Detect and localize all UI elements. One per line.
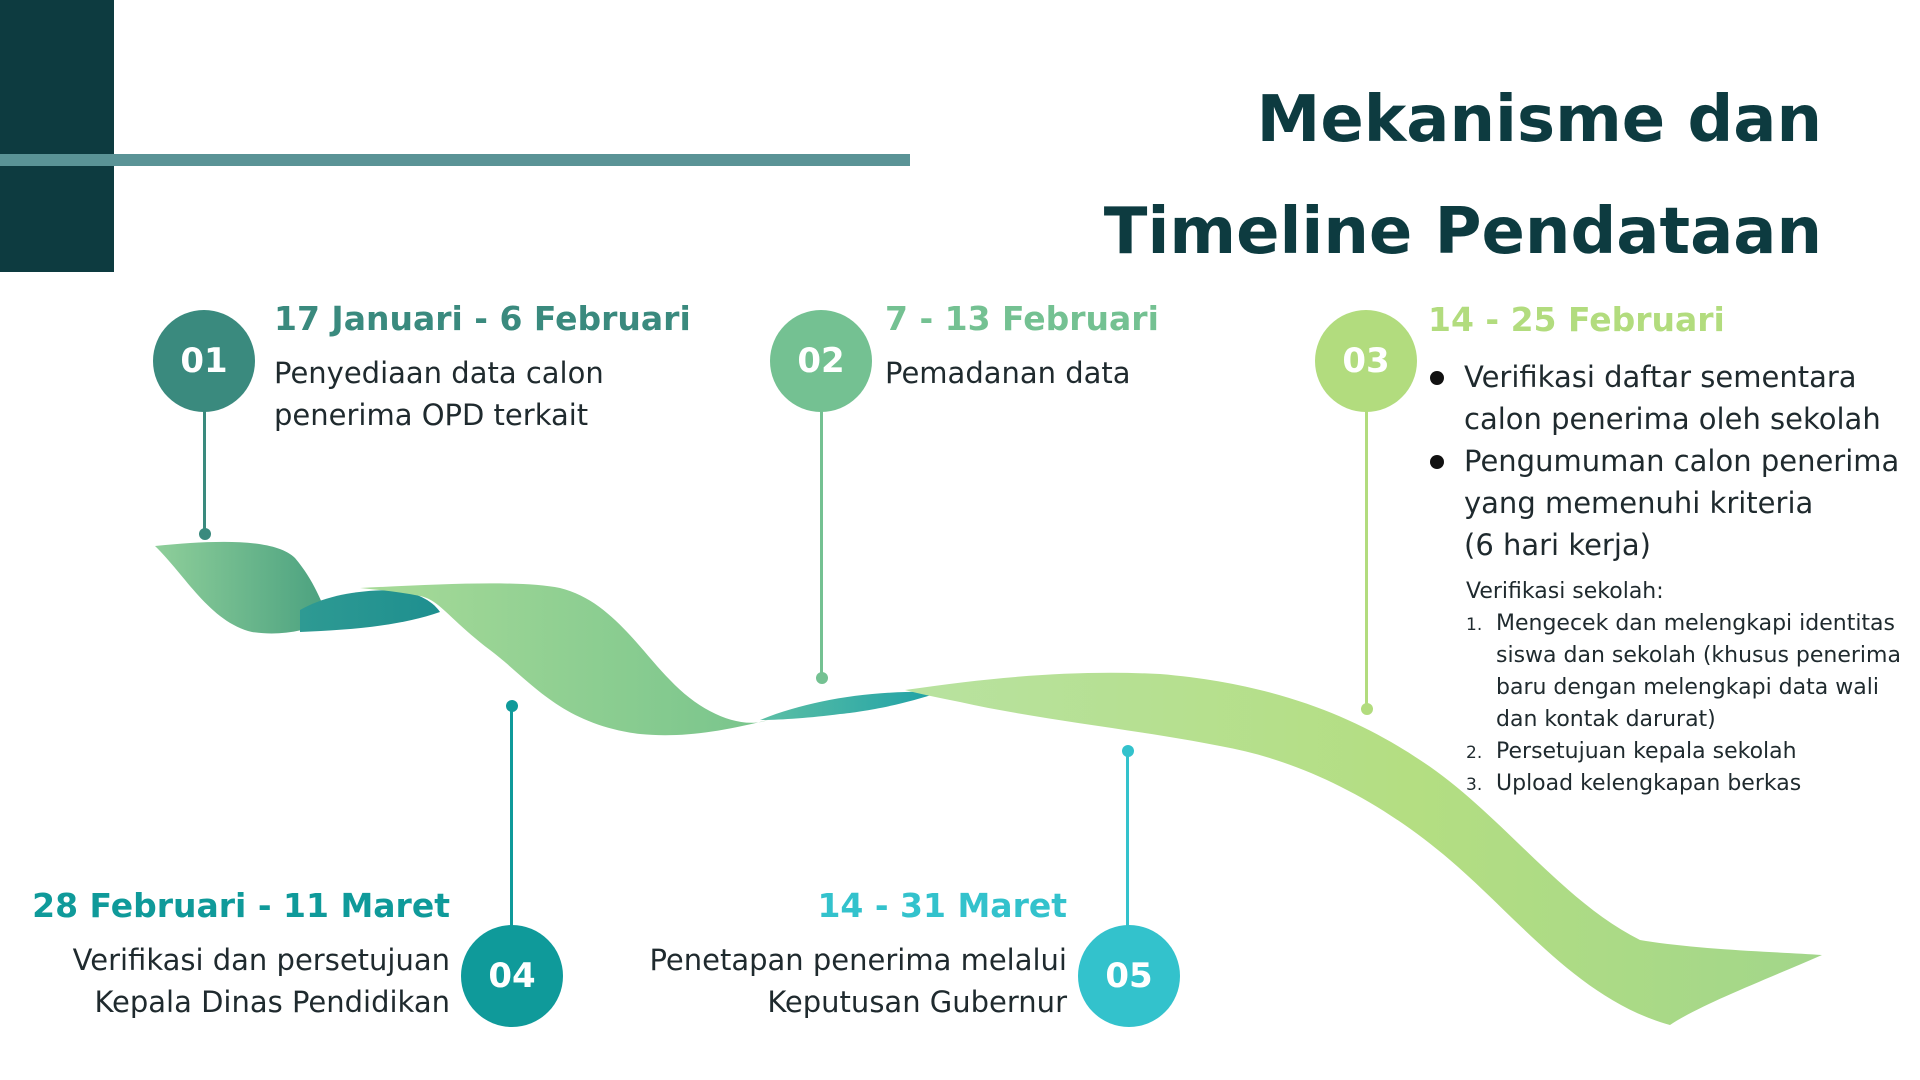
step-03-note-item-line: Mengecek dan melengkapi identitas xyxy=(1496,611,1895,636)
step-01-description-line: Penyediaan data calon xyxy=(274,356,604,390)
ribbon-band-3 xyxy=(905,672,1822,1025)
step-02-description-line: Pemadanan data xyxy=(885,356,1131,390)
step-02-description: Pemadanan data xyxy=(885,352,1131,394)
step-04-date: 28 Februari - 11 Maret xyxy=(32,886,450,925)
step-01-anchor-dot xyxy=(199,528,211,540)
step-04-description: Verifikasi dan persetujuan Kepala Dinas … xyxy=(73,939,450,1023)
step-03-bullet: Pengumuman calon penerima yang memenuhi … xyxy=(1430,440,1899,566)
step-03-stem xyxy=(1365,405,1368,707)
page-title-line-1: Mekanisme dan xyxy=(1256,83,1822,157)
ribbon-band-2 xyxy=(360,583,768,736)
step-03-note-title: Verifikasi sekolah: xyxy=(1466,579,1664,604)
step-04-description-line: Verifikasi dan persetujuan xyxy=(72,943,450,977)
step-05-description: Penetapan penerima melalui Keputusan Gub… xyxy=(649,939,1067,1023)
step-03-note-item: 1. Mengecek dan melengkapi identitas sis… xyxy=(1466,608,1901,736)
step-03-note: Verifikasi sekolah: 1. Mengecek dan mele… xyxy=(1466,576,1901,800)
step-03-note-item: 2. Persetujuan kepala sekolah xyxy=(1466,736,1901,768)
header-accent-bar xyxy=(0,154,910,166)
step-03-note-item-number: 2. xyxy=(1466,743,1483,763)
step-01-badge: 01 xyxy=(153,310,255,412)
step-01-description-line: penerima OPD terkait xyxy=(274,398,589,432)
step-05-description-line: Penetapan penerima melalui xyxy=(649,943,1067,977)
step-03-note-item-number: 3. xyxy=(1466,775,1483,795)
step-05-stem xyxy=(1126,751,1129,926)
step-05-description-line: Keputusan Gubernur xyxy=(767,985,1067,1019)
step-05-date: 14 - 31 Maret xyxy=(817,886,1067,925)
step-03-note-item-line: Persetujuan kepala sekolah xyxy=(1496,739,1797,764)
page-title-line-2: Timeline Pendataan xyxy=(1103,195,1822,269)
step-03-note-item-number: 1. xyxy=(1466,615,1483,635)
bullet-dot-icon xyxy=(1430,455,1444,469)
step-01-description: Penyediaan data calon penerima OPD terka… xyxy=(274,352,604,436)
step-05-badge: 05 xyxy=(1078,925,1180,1027)
step-03-note-item-line: baru dengan melengkapi data wali xyxy=(1496,675,1879,700)
step-03-bullet-list: Verifikasi daftar sementara calon peneri… xyxy=(1430,356,1899,566)
ribbon-fold-1 xyxy=(155,541,330,634)
step-03-badge: 03 xyxy=(1315,310,1417,412)
step-03-note-item-line: siswa dan sekolah (khusus penerima xyxy=(1496,643,1901,668)
step-03-note-item: 3. Upload kelengkapan berkas xyxy=(1466,768,1901,800)
step-03-date: 14 - 25 Februari xyxy=(1428,300,1725,339)
page-title: Mekanisme dan Timeline Pendataan xyxy=(1104,64,1822,288)
ribbon-fold-3 xyxy=(760,691,940,720)
step-02-stem xyxy=(820,405,823,675)
step-03-bullet-line: yang memenuhi kriteria xyxy=(1464,486,1814,520)
step-02-date: 7 - 13 Februari xyxy=(885,299,1159,338)
step-03-note-list: 1. Mengecek dan melengkapi identitas sis… xyxy=(1466,608,1901,800)
step-02-anchor-dot xyxy=(816,672,828,684)
step-01-date: 17 Januari - 6 Februari xyxy=(274,299,691,338)
ribbon-fold-2 xyxy=(300,590,440,632)
step-04-description-line: Kepala Dinas Pendidikan xyxy=(94,985,450,1019)
step-03-bullet: Verifikasi daftar sementara calon peneri… xyxy=(1430,356,1899,440)
step-02-badge: 02 xyxy=(770,310,872,412)
step-04-badge: 04 xyxy=(461,925,563,1027)
step-03-bullet-line: Pengumuman calon penerima xyxy=(1464,444,1900,478)
bullet-dot-icon xyxy=(1430,371,1444,385)
step-01-stem xyxy=(203,405,206,533)
step-03-note-item-line: dan kontak darurat) xyxy=(1496,707,1716,732)
step-03-bullet-line: Verifikasi daftar sementara xyxy=(1464,360,1857,394)
step-03-anchor-dot xyxy=(1361,703,1373,715)
corner-block xyxy=(0,0,114,272)
step-03-note-item-line: Upload kelengkapan berkas xyxy=(1496,771,1802,796)
step-03-bullet-line: calon penerima oleh sekolah xyxy=(1464,402,1881,436)
step-04-stem xyxy=(510,706,513,926)
step-03-bullet-line: (6 hari kerja) xyxy=(1464,528,1651,562)
